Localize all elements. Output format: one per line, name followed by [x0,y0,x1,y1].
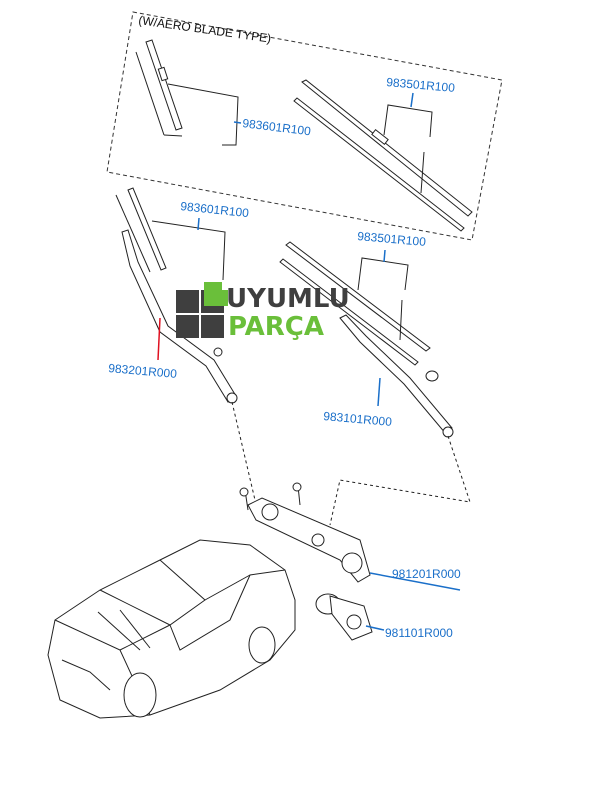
aero-blade-driver-part [135,39,239,146]
arm-passenger-part [339,314,454,438]
label-blade-driver: 983601R100 [180,199,250,220]
blade-driver-part [115,187,226,281]
svg-text:PARÇA: PARÇA [228,312,324,342]
label-aero-blade-passenger: 983501R100 [386,75,456,95]
label-linkage: 981201R000 [392,567,461,581]
leader-red [157,317,161,361]
label-arm-driver: 983201R000 [108,361,178,381]
blade-passenger-part [279,241,431,366]
label-arm-passenger: 983101R000 [323,409,393,429]
motor-part [315,593,373,641]
arm-driver-part [121,229,238,404]
svg-text:UYUMLU: UYUMLU [226,284,350,314]
label-blade-passenger: 983501R100 [357,229,427,249]
puzzle-piece-green-icon [204,282,228,306]
label-motor: 981101R000 [385,626,453,640]
linkage-part [239,482,371,583]
uyumlu-parca-logo: UYUMLU PARÇA [176,282,350,342]
label-aero-blade-driver: 983601R100 [242,116,312,138]
aero-blade-type-title: (W/AERO BLADE TYPE) [138,13,272,45]
aero-blade-passenger-part [293,79,473,232]
car-illustration [47,539,296,719]
